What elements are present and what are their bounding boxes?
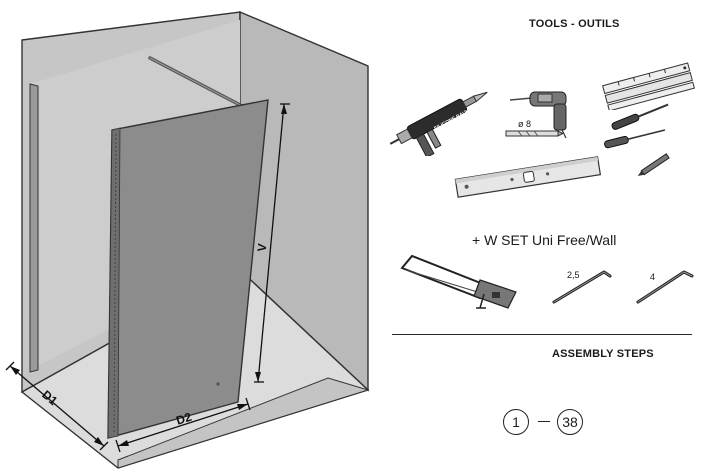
- shower-diagram: V D2 D1: [5, 10, 370, 469]
- spirit-level-icon: [454, 156, 602, 198]
- hex-key-1-label: 2,5: [567, 270, 580, 280]
- tray-front-edge: [117, 377, 370, 469]
- dimension-v: V: [254, 103, 290, 383]
- hex-key-2-label: 4: [650, 272, 656, 282]
- drill-bit-icon: [505, 130, 564, 137]
- assembly-title: ASSEMBLY STEPS: [552, 348, 654, 360]
- section-divider: [392, 334, 692, 336]
- last-step-badge: 38: [557, 409, 583, 435]
- hacksaw-icon: [400, 254, 517, 309]
- label-d2: D2: [174, 410, 193, 428]
- drill-bit-label: ø 8: [518, 119, 532, 129]
- kit-title: + W SET Uni Free/Wall: [472, 232, 617, 248]
- hex-key-1-icon: [552, 270, 612, 304]
- screwdriver-small-icon: [604, 129, 666, 149]
- first-step-badge: 1: [503, 409, 529, 435]
- silicone-gun-icon: SILICONE BAUHAUS: [389, 91, 488, 156]
- step-range-dash: [538, 421, 550, 423]
- dimension-d2: D2: [115, 397, 251, 453]
- wall-profile: [29, 83, 39, 373]
- screwdriver-large-icon: [611, 103, 669, 130]
- drill-icon: [509, 91, 567, 139]
- folding-rule-icon: [602, 62, 695, 110]
- label-v: V: [255, 243, 270, 252]
- pencil-icon: [637, 153, 670, 177]
- glass-edge-profile: [107, 127, 121, 439]
- hex-key-2-icon: [636, 270, 694, 304]
- tools-title: TOOLS - OUTILS: [529, 18, 620, 30]
